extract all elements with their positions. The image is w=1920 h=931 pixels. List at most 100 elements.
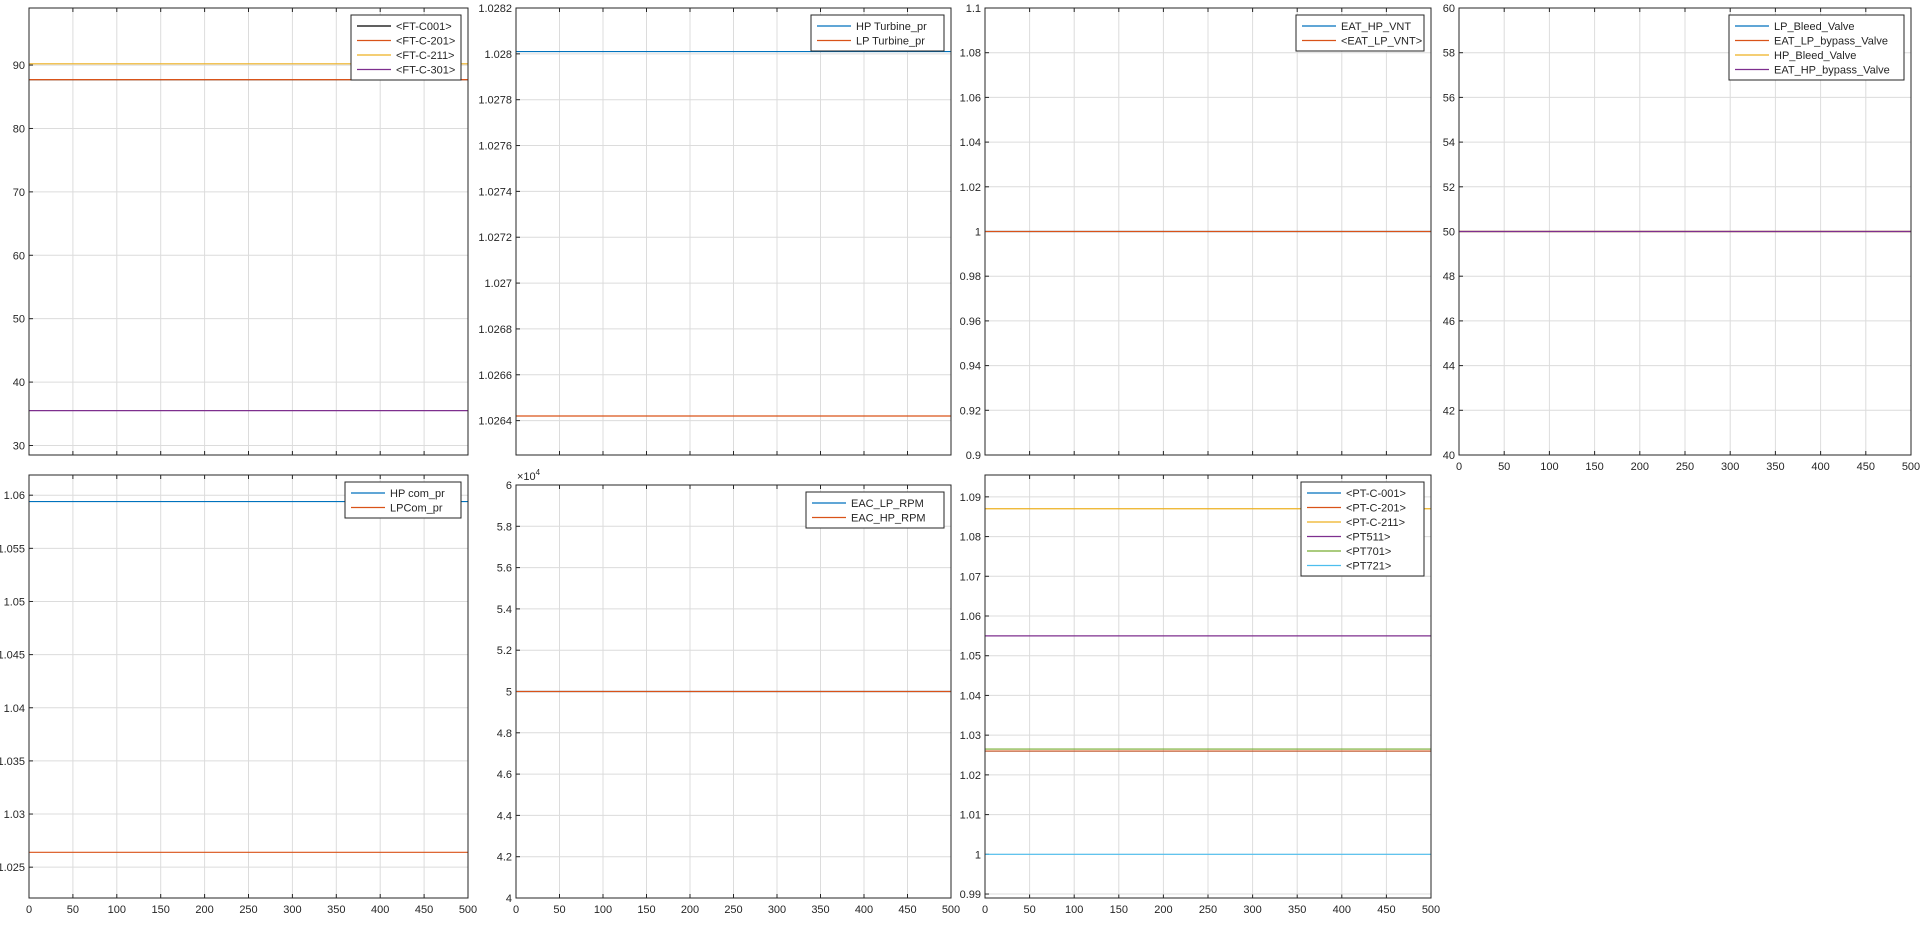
- legend-label: <PT721>: [1346, 561, 1391, 573]
- axes-box: [515, 7, 952, 456]
- x-tick-label: 400: [1811, 461, 1829, 473]
- exponent-base: ×10: [517, 471, 536, 483]
- x-tick-label: 400: [371, 904, 389, 916]
- y-tick-label: 5.6: [497, 563, 512, 575]
- y-tick-label: 1.03: [4, 809, 25, 821]
- legend: <PT-C-001><PT-C-201><PT-C-211><PT511><PT…: [1300, 481, 1425, 577]
- y-tick-label: 1.04: [960, 690, 981, 702]
- x-tick-label: 100: [594, 904, 612, 916]
- axis-exponent-label: ×104: [517, 468, 541, 483]
- subplot-1: 30405060708090<FT-C001><FT-C-201><FT-C-2…: [13, 7, 469, 456]
- legend-label: <EAT_LP_VNT>: [1341, 36, 1422, 48]
- y-tick-label: 1.028: [484, 49, 512, 61]
- y-tick-label: 1.027: [484, 278, 512, 290]
- legend: LP_Bleed_ValveEAT_LP_bypass_ValveHP_Blee…: [1728, 14, 1905, 81]
- legend-label: <PT511>: [1346, 532, 1390, 544]
- legend-label: <PT-C-211>: [1346, 517, 1405, 529]
- y-tick-label: 1.03: [960, 730, 981, 742]
- y-tick-label: 5.4: [497, 604, 512, 616]
- x-tick-label: 150: [637, 904, 655, 916]
- y-tick-label: 1.045: [0, 650, 25, 662]
- legend-label: HP_Bleed_Valve: [1774, 50, 1856, 62]
- x-tick-label: 350: [327, 904, 345, 916]
- legend-label: LPCom_pr: [390, 503, 443, 515]
- x-tick-label: 500: [1902, 461, 1920, 473]
- y-tick-label: 1.09: [960, 492, 981, 504]
- legend-label: <FT-C-211>: [396, 50, 455, 62]
- legend-box: [810, 14, 945, 52]
- y-tick-label: 0.94: [960, 361, 981, 373]
- y-tick-label: 0.98: [960, 271, 981, 283]
- subplot-3: 0.90.920.940.960.9811.021.041.061.081.1E…: [960, 3, 1432, 462]
- y-tick-label: 1.08: [960, 48, 981, 60]
- y-tick-label: 58: [1443, 48, 1455, 60]
- x-tick-label: 0: [513, 904, 519, 916]
- x-tick-label: 250: [1199, 904, 1217, 916]
- y-tick-label: 4: [506, 893, 512, 905]
- y-tick-label: 5.2: [497, 645, 512, 657]
- axes-box: [515, 484, 952, 899]
- y-tick-label: 60: [13, 250, 25, 262]
- y-tick-label: 6: [506, 480, 512, 492]
- y-tick-label: 1: [975, 849, 981, 861]
- legend-label: <FT-C-301>: [396, 65, 455, 77]
- y-tick-label: 30: [13, 440, 25, 452]
- x-tick-label: 300: [283, 904, 301, 916]
- x-tick-label: 400: [1333, 904, 1351, 916]
- y-tick-label: 1.05: [960, 651, 981, 663]
- y-tick-label: 1.0276: [478, 141, 512, 153]
- x-tick-label: 300: [1243, 904, 1261, 916]
- x-tick-label: 100: [1065, 904, 1083, 916]
- y-tick-label: 1.02: [960, 770, 981, 782]
- y-tick-label: 4.8: [497, 728, 512, 740]
- x-tick-label: 300: [768, 904, 786, 916]
- y-tick-label: 1.06: [960, 611, 981, 623]
- y-tick-label: 50: [13, 314, 25, 326]
- x-tick-label: 450: [415, 904, 433, 916]
- y-tick-label: 56: [1443, 92, 1455, 104]
- legend-box: [344, 481, 462, 519]
- axes-box: [28, 474, 469, 899]
- y-tick-label: 40: [1443, 450, 1455, 462]
- y-tick-label: 1.04: [4, 703, 25, 715]
- x-tick-label: 250: [239, 904, 257, 916]
- legend-box: [1295, 14, 1425, 52]
- y-tick-label: 1.07: [960, 571, 981, 583]
- y-tick-label: 52: [1443, 182, 1455, 194]
- y-tick-label: 1.0282: [478, 3, 512, 15]
- x-tick-label: 500: [459, 904, 477, 916]
- x-tick-label: 500: [942, 904, 960, 916]
- x-tick-label: 350: [1766, 461, 1784, 473]
- y-tick-label: 1.0274: [478, 186, 512, 198]
- y-tick-label: 0.96: [960, 316, 981, 328]
- y-tick-label: 4.4: [497, 810, 512, 822]
- y-tick-label: 1.055: [0, 543, 25, 555]
- legend-label: <FT-C001>: [396, 21, 452, 33]
- y-tick-label: 1.02: [960, 182, 981, 194]
- legend-label: HP Turbine_pr: [856, 21, 927, 33]
- y-tick-label: 5.8: [497, 521, 512, 533]
- y-tick-label: 1.0268: [478, 324, 512, 336]
- y-tick-label: 54: [1443, 137, 1455, 149]
- axes-box: [984, 7, 1432, 456]
- legend: EAT_HP_VNT<EAT_LP_VNT>: [1295, 14, 1425, 52]
- x-tick-label: 100: [1540, 461, 1558, 473]
- y-tick-label: 44: [1443, 361, 1455, 373]
- x-tick-label: 150: [1110, 904, 1128, 916]
- y-tick-label: 1.04: [960, 137, 981, 149]
- x-tick-label: 300: [1721, 461, 1739, 473]
- axes-box: [28, 7, 469, 456]
- y-tick-label: 1.06: [960, 92, 981, 104]
- x-tick-label: 150: [1585, 461, 1603, 473]
- y-tick-label: 1.0266: [478, 370, 512, 382]
- x-tick-label: 0: [26, 904, 32, 916]
- x-tick-label: 200: [1631, 461, 1649, 473]
- x-tick-label: 250: [724, 904, 742, 916]
- x-tick-label: 200: [195, 904, 213, 916]
- legend-label: LP_Bleed_Valve: [1774, 21, 1855, 33]
- y-tick-label: 0.9: [966, 450, 981, 462]
